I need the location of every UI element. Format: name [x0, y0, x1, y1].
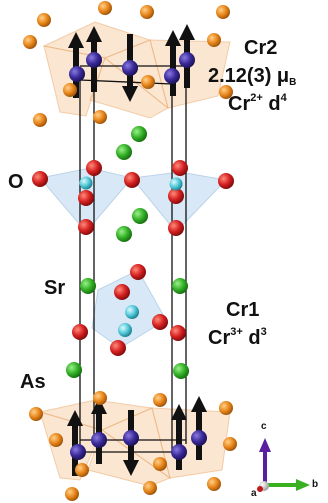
- label-cr2-orbital-power: 4: [280, 92, 287, 104]
- arsenic-atoms: [23, 1, 237, 501]
- unit-cell: [79, 65, 187, 453]
- cr1-octahedra: [39, 167, 228, 349]
- cr2-atoms: [69, 52, 207, 460]
- label-cr1-ion-symbol: Cr: [208, 327, 231, 349]
- label-cr1-ion-charge: 3+: [230, 326, 243, 338]
- cr1-atoms: [79, 176, 183, 337]
- label-arsenic: As: [20, 371, 46, 393]
- label-oxygen: O: [8, 171, 24, 193]
- label-cr2-moment-unit: B: [289, 77, 297, 88]
- axis-label-a: a: [251, 488, 257, 499]
- strontium-atoms: [66, 126, 189, 379]
- label-cr2-ion-symbol: Cr: [228, 93, 251, 115]
- label-cr1-orbital: d: [248, 327, 261, 349]
- label-cr1-ion: Cr3+ d3: [208, 326, 267, 349]
- label-cr2-moment: 2.12(3) μB: [208, 65, 297, 88]
- label-cr2-ion-charge: 2+: [250, 92, 263, 104]
- label-cr2-moment-value: 2.12(3) μ: [208, 65, 290, 87]
- label-cr1-name: Cr1: [226, 299, 260, 321]
- label-cr2-ion: Cr2+ d4: [228, 92, 287, 115]
- label-strontium: Sr: [44, 277, 66, 299]
- label-cr2-orbital: d: [268, 93, 281, 115]
- axis-triad: [257, 438, 310, 492]
- axis-label-c: c: [261, 421, 267, 432]
- oxygen-atoms: [32, 160, 234, 356]
- label-cr2-name: Cr2: [244, 37, 278, 59]
- axis-label-b: b: [312, 479, 319, 490]
- label-cr1-orbital-power: 3: [260, 326, 267, 338]
